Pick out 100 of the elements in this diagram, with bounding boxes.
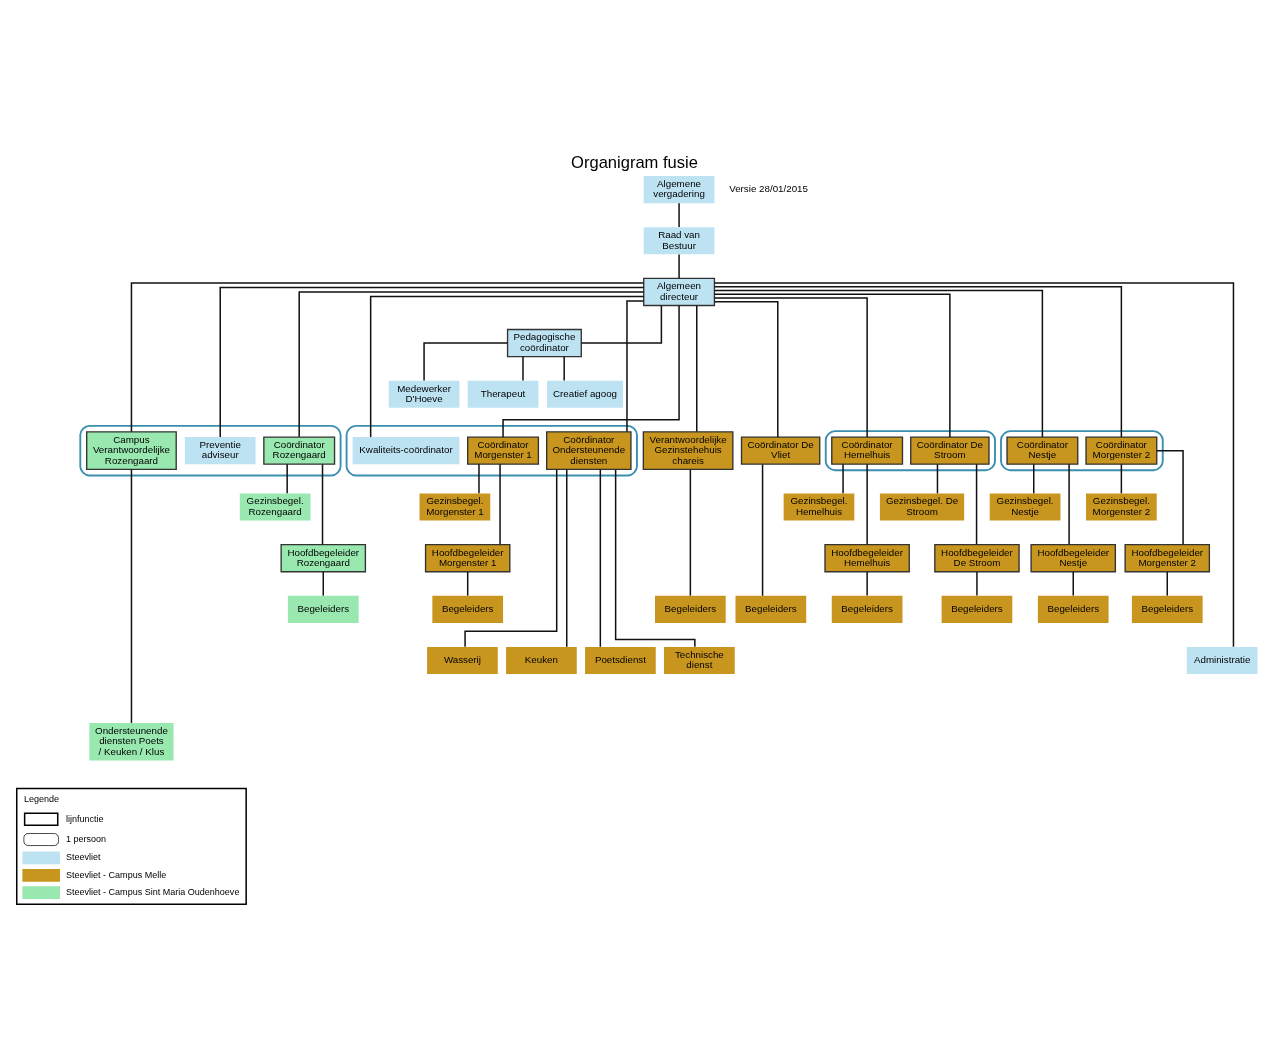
connector — [369, 295, 645, 438]
node-box: Coördinator Hemelhuis — [831, 435, 904, 465]
node-box: Poetsdienst — [585, 646, 656, 674]
legend-label: 1 persoon — [66, 833, 107, 844]
node-box: Coördinator Morgenster 2 — [1085, 435, 1158, 465]
node-box: Algemene vergadering — [643, 175, 715, 203]
node-box: Hoofdbegeleider Rozengaard — [280, 543, 367, 572]
node-box: Coördinator Nestje — [1006, 435, 1079, 465]
diagram-title: Organigram fusie — [571, 152, 698, 172]
connector — [713, 281, 1235, 648]
node-box: Coördinator De Stroom — [910, 435, 990, 465]
node-box: Gezinsbegel. Morgenster 2 — [1086, 493, 1157, 521]
node-box: Pedagogische coördinator — [506, 328, 582, 357]
connector — [614, 468, 696, 648]
legend-label: Steevliet - Campus Melle — [66, 869, 167, 880]
node-box: Campus Verantwoordelijke Rozengaard — [86, 430, 177, 470]
connector — [563, 355, 565, 381]
node-box: Gezinsbegel. Hemelhuis — [783, 493, 855, 521]
connector — [478, 463, 480, 494]
node-box: Raad van Bestuur — [643, 226, 715, 254]
node-box: Gezinsbegel. Rozengaard — [239, 493, 311, 521]
node-box: Creatief agoog — [547, 380, 624, 408]
connector — [1166, 570, 1168, 596]
connector — [1156, 449, 1184, 545]
connector — [713, 300, 779, 438]
node-box: Hoofdbegeleider Nestje — [1030, 543, 1117, 572]
connector — [1033, 463, 1035, 494]
connector — [1072, 570, 1074, 596]
connector — [502, 304, 680, 438]
node-box: Gezinsbegel. De Stroom — [879, 493, 965, 521]
node-box: Coördinator De Vliet — [740, 435, 821, 465]
node-box: Coördinator Rozengaard — [263, 435, 336, 465]
connector — [713, 285, 1123, 438]
node-box: Technische dienst — [664, 646, 735, 674]
node-box: Hoofdbegeleider Hemelhuis — [824, 543, 910, 572]
node-box: Begeleiders — [1037, 595, 1109, 623]
connector — [298, 290, 645, 438]
connector — [130, 281, 645, 432]
legend-label: Steevliet - Campus Sint Maria Oudenhoeve — [66, 886, 240, 897]
cluster — [345, 424, 638, 476]
connector — [936, 463, 939, 494]
connector — [1120, 463, 1123, 494]
legend-label: lijnfunctie — [66, 813, 104, 824]
connector — [130, 468, 133, 724]
connector — [713, 296, 868, 438]
connector — [976, 570, 978, 596]
connector — [866, 463, 868, 545]
connector — [696, 304, 698, 432]
connector — [321, 463, 324, 545]
node-box: Begeleiders — [831, 595, 903, 623]
label: Versie 28/01/2015 — [729, 182, 808, 194]
connector — [466, 570, 469, 596]
legend-label: Steevliet — [66, 851, 101, 862]
node-box: Preventie adviseur — [184, 436, 256, 464]
node-box: Begeleiders — [1131, 595, 1203, 623]
node-box: Verantwoordelijke Gezinstehehuis chareis — [642, 430, 734, 470]
node-box: Keuken — [506, 646, 577, 674]
node-box: Begeleiders — [655, 595, 726, 623]
connector — [842, 463, 844, 494]
node-box: Begeleiders — [432, 595, 504, 623]
connector — [975, 463, 978, 545]
connector — [678, 253, 680, 279]
node-box: Administratie — [1186, 646, 1258, 674]
connector — [866, 570, 868, 596]
node-box: Hoofdbegeleider Morgenster 2 — [1124, 543, 1211, 572]
node-box: Algemeen directeur — [643, 277, 716, 306]
cluster — [79, 424, 342, 476]
node-box: Coördinator Morgenster 1 — [467, 435, 540, 465]
connector — [689, 468, 692, 596]
connector — [1068, 463, 1070, 545]
node-box: Medewerker D'Hoeve — [388, 380, 460, 408]
connector — [713, 292, 951, 438]
label: Legende — [23, 793, 59, 804]
connector — [678, 202, 680, 228]
connector — [713, 289, 1044, 438]
connector — [626, 299, 645, 432]
connector — [322, 570, 324, 596]
node-box: Ondersteunende diensten Poets / Keuken / Klus — [89, 722, 174, 761]
node-box: Kwaliteits-coördinator — [352, 436, 460, 464]
node-box: Begeleiders — [941, 595, 1013, 623]
connector — [761, 463, 764, 596]
connector — [522, 355, 524, 381]
node-box: Hoofdbegeleider De Stroom — [934, 543, 1020, 572]
node-box: Coördinator Ondersteunende diensten — [546, 430, 632, 470]
connector — [286, 463, 288, 494]
cluster — [824, 429, 996, 471]
node-box: Wasserij — [427, 646, 498, 674]
connector — [423, 341, 509, 381]
connector — [499, 463, 501, 545]
node-box: Begeleiders — [735, 595, 807, 623]
node-box: Begeleiders — [287, 595, 359, 623]
node-box: Gezinsbegel. Morgenster 1 — [419, 493, 491, 521]
node-box: Therapeut — [467, 380, 539, 408]
connector — [566, 468, 568, 648]
node-box: Hoofdbegeleider Morgenster 1 — [424, 543, 511, 572]
connector — [599, 468, 602, 648]
connector — [219, 286, 645, 438]
connector — [580, 304, 663, 344]
node-box: Gezinsbegel. Nestje — [989, 493, 1061, 521]
cluster — [1000, 429, 1164, 471]
